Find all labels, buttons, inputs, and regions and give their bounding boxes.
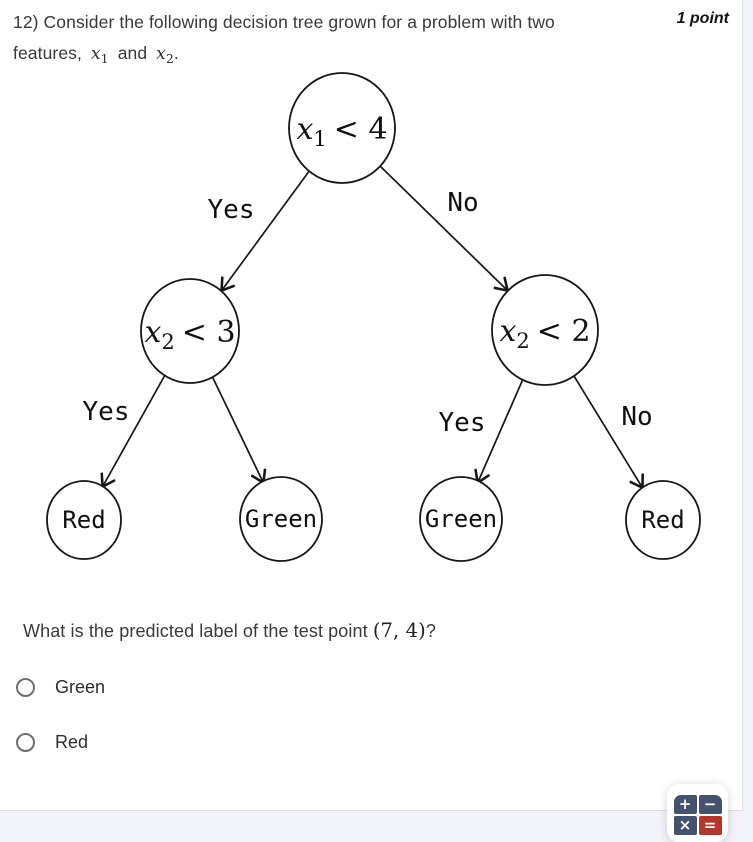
radio-green[interactable] bbox=[16, 678, 35, 697]
leaf-red-right-circle bbox=[625, 480, 701, 560]
leaf-green-left-circle bbox=[239, 476, 323, 562]
branch-label-left-yes: Yes bbox=[83, 397, 130, 427]
leaf-green-right-circle bbox=[419, 476, 503, 562]
prompt-line2-text: features, bbox=[13, 43, 82, 63]
radio-red[interactable] bbox=[16, 733, 35, 752]
decision-tree-figure: Yes No Yes Yes No x1< 4 x2< 3 x2< 2 Red … bbox=[46, 72, 701, 562]
edge-root-left bbox=[222, 169, 311, 290]
test-point-value: (7, 4) bbox=[372, 619, 426, 642]
edge-right-green bbox=[478, 378, 524, 482]
leaf-red-right-label: Red bbox=[641, 506, 684, 534]
sub-question-text: What is the predicted label of the test … bbox=[23, 621, 368, 641]
option-row-green[interactable]: Green bbox=[16, 677, 105, 698]
leaf-green-left-label: Green bbox=[245, 505, 317, 533]
leaf-green-right-label: Green bbox=[425, 505, 497, 533]
math-sub-2: 2 bbox=[165, 51, 174, 66]
multiply-icon: × bbox=[673, 816, 697, 835]
option-row-red[interactable]: Red bbox=[16, 732, 88, 753]
edge-root-right bbox=[379, 165, 507, 290]
node-root-circle bbox=[288, 72, 396, 184]
option-green-label[interactable]: Green bbox=[55, 677, 106, 697]
question-header: 12) Consider the following decision tree… bbox=[13, 7, 729, 74]
node-right-circle bbox=[491, 274, 599, 386]
sub-question-mark: ? bbox=[425, 621, 436, 641]
node-right-label: x2< 2 bbox=[499, 314, 590, 353]
node-left-label: x2< 3 bbox=[144, 315, 235, 354]
edge-left-green bbox=[211, 375, 263, 482]
branch-label-root-no: No bbox=[447, 188, 478, 218]
decision-tree-svg: Yes No Yes Yes No x1< 4 x2< 3 x2< 2 Red … bbox=[46, 72, 701, 562]
option-red-label[interactable]: Red bbox=[55, 732, 89, 752]
calculator-icon: + − × = bbox=[673, 795, 722, 835]
equals-icon: = bbox=[698, 816, 722, 835]
calculator-button[interactable]: + − × = bbox=[667, 784, 728, 842]
leaf-red-left-label: Red bbox=[62, 506, 105, 534]
prompt-line2-conj: and bbox=[117, 43, 148, 63]
branch-label-right-no: No bbox=[621, 402, 652, 432]
minus-icon: − bbox=[698, 795, 722, 814]
points-badge: 1 point bbox=[676, 10, 729, 27]
prompt-line1: 12) Consider the following decision tree… bbox=[13, 12, 555, 32]
math-var-x1: x bbox=[90, 44, 101, 64]
edge-right-red bbox=[573, 375, 642, 487]
leaf-red-left-circle bbox=[46, 480, 122, 560]
question-card: 12) Consider the following decision tree… bbox=[0, 0, 743, 811]
math-var-x2: x bbox=[156, 44, 166, 64]
plus-icon: + bbox=[673, 795, 697, 814]
math-sub-1: 1 bbox=[100, 51, 109, 66]
branch-label-right-yes: Yes bbox=[439, 408, 486, 438]
sub-question: What is the predicted label of the test … bbox=[23, 619, 436, 642]
edge-left-red bbox=[103, 374, 166, 486]
node-left-circle bbox=[140, 278, 240, 384]
question-prompt: 12) Consider the following decision tree… bbox=[13, 7, 661, 74]
branch-label-root-yes: Yes bbox=[208, 195, 255, 225]
prompt-period: . bbox=[173, 43, 179, 63]
node-root-label: x1< 4 bbox=[296, 112, 387, 151]
